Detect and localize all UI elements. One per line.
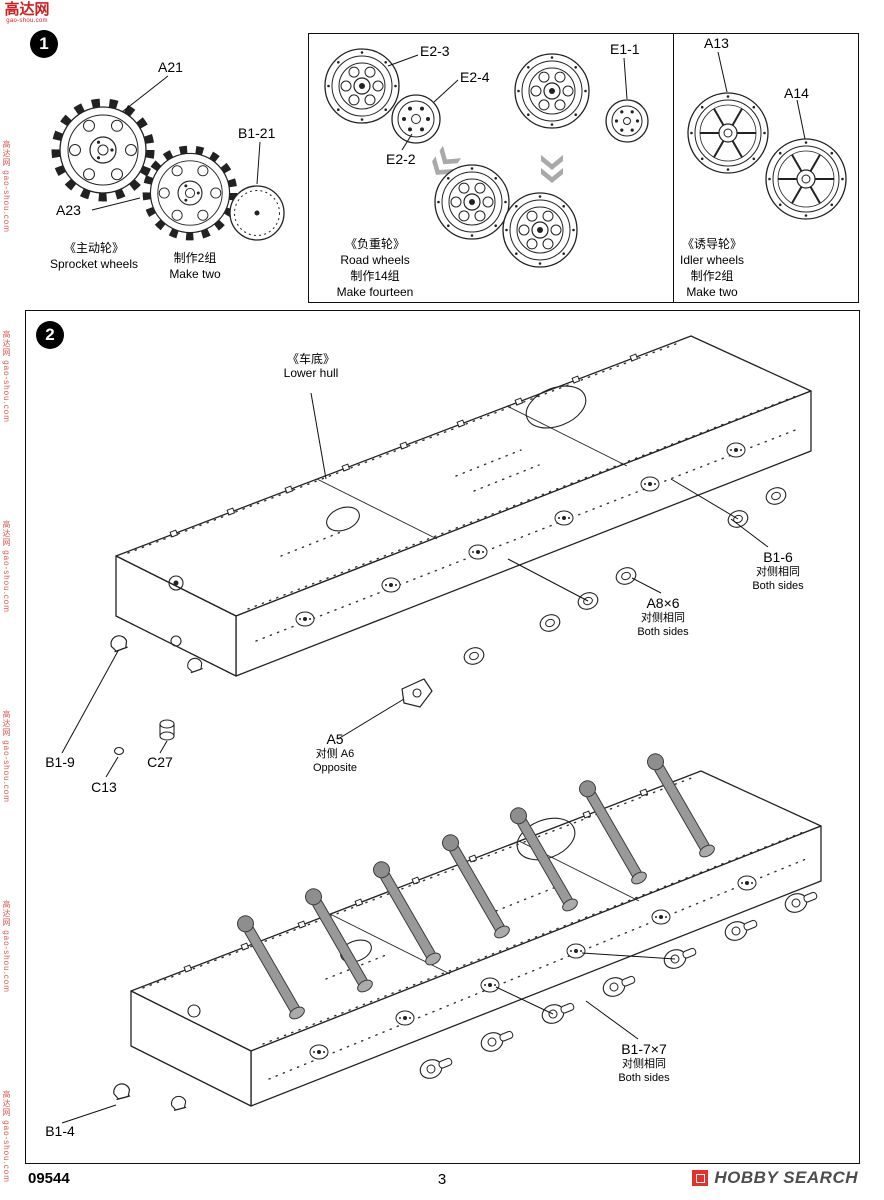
watermark-site-url: gao-shou.com (6, 17, 48, 24)
hobby-search-logo-text: HOBBY SEARCH (714, 1168, 858, 1187)
note-cn: 对侧相同 (641, 612, 685, 625)
note-en: Both sides (618, 1072, 670, 1085)
callout-a5: A5 对侧 A6 Opposite (288, 731, 382, 776)
watermark-strip: 高达网 gao-shou.com (2, 330, 11, 423)
part-label-e1-1: E1-1 (610, 41, 640, 57)
kit-number: 09544 (28, 1170, 70, 1187)
watermark-strip: 高达网 gao-shou.com (2, 140, 11, 233)
sprocket-make-cn: 制作2组 (173, 251, 217, 265)
idler-make-en: Make two (686, 285, 738, 299)
part-label-a8x6: A8×6 (646, 595, 680, 611)
part-label-a14: A14 (784, 85, 809, 101)
part-label-e2-4: E2-4 (460, 69, 490, 85)
watermark-strip: 高达网 gao-shou.com (2, 1090, 11, 1183)
page-number: 3 (437, 1171, 447, 1188)
callout-c27: C27 (130, 754, 190, 770)
note-en: Opposite (312, 762, 358, 775)
step-2-badge: 2 (36, 321, 64, 349)
road-make-cn: 制作14组 (350, 269, 400, 283)
watermark-strip: 高达网 gao-shou.com (2, 520, 11, 613)
watermark-logo: 高达网 gao-shou.com (2, 2, 52, 24)
part-label-b1-6: B1-6 (763, 549, 793, 565)
callout-b1-6: B1-6 对侧相同 Both sides (731, 549, 825, 594)
lower-hull-caption-en: Lower hull (283, 365, 339, 380)
idler-wheels-panel-border (672, 33, 859, 303)
callout-b1-7x7: B1-7×7 对侧相同 Both sides (594, 1041, 694, 1086)
idler-caption-cn: 《诱导轮》 (681, 237, 742, 251)
watermark-site-name: 高达网 (4, 1, 50, 18)
part-label-e2-3: E2-3 (420, 43, 450, 59)
road-wheels-panel-border (308, 33, 674, 303)
lower-hull-caption-cn: 《车底》 (286, 352, 335, 366)
part-label-c27: C27 (147, 754, 173, 770)
sprocket-caption-cn: 《主动轮》 (63, 241, 124, 255)
hobby-search-logo-icon (692, 1170, 709, 1186)
step-1-drawings (0, 48, 847, 268)
part-label-a5: A5 (326, 731, 344, 747)
watermark-strip: 高达网 gao-shou.com (2, 710, 11, 803)
part-label-a23: A23 (56, 202, 81, 218)
part-label-c13: C13 (91, 779, 117, 795)
road-wheels-caption: 《负重轮》 Road wheels 制作14组 Make fourteen (312, 236, 438, 300)
step-1-badge: 1 (30, 30, 58, 58)
part-label-a13: A13 (704, 35, 729, 51)
part-label-b1-9: B1-9 (45, 754, 75, 770)
road-caption-en: Road wheels (340, 253, 410, 267)
hull-top-view (61, 335, 812, 778)
part-label-a21: A21 (158, 59, 183, 75)
note-en: Both sides (752, 580, 804, 593)
part-label-b1-4: B1-4 (45, 1123, 75, 1139)
idler-wheels-caption: 《诱导轮》 Idler wheels 制作2组 Make two (650, 236, 774, 300)
lower-hull-drawings (61, 335, 822, 1124)
callout-a8x6: A8×6 对侧相同 Both sides (616, 595, 710, 640)
step-2-section: 2 (25, 310, 860, 1164)
sprocket-make-en: Make two (169, 267, 221, 281)
note-en: Both sides (637, 626, 689, 639)
sprocket-quantity: 制作2组 Make two (152, 250, 238, 282)
road-make-en: Make fourteen (336, 285, 414, 299)
note-cn: 对侧相同 (622, 1058, 666, 1071)
watermark-strip: 高达网 gao-shou.com (2, 900, 11, 993)
part-label-b1-7x7: B1-7×7 (621, 1041, 667, 1057)
note-cn: 对侧相同 (756, 566, 800, 579)
hobby-search-logo: HOBBY SEARCH (692, 1168, 858, 1188)
step-1-section: 1 (0, 0, 884, 308)
road-caption-cn: 《负重轮》 (344, 237, 405, 251)
part-label-b1-21: B1-21 (238, 125, 276, 141)
callout-c13: C13 (74, 779, 134, 795)
note-cn: 对侧 A6 (315, 748, 355, 761)
hull-bottom-view (61, 750, 822, 1124)
lower-hull-caption: 《车底》 Lower hull (259, 352, 363, 381)
idler-caption-en: Idler wheels (679, 253, 745, 267)
sprocket-caption: 《主动轮》 Sprocket wheels (35, 240, 153, 272)
idler-make-cn: 制作2组 (690, 269, 734, 283)
callout-b1-4: B1-4 (28, 1123, 92, 1139)
callout-b1-9: B1-9 (28, 754, 92, 770)
part-label-e2-2: E2-2 (386, 151, 416, 167)
sprocket-caption-en: Sprocket wheels (49, 257, 139, 271)
